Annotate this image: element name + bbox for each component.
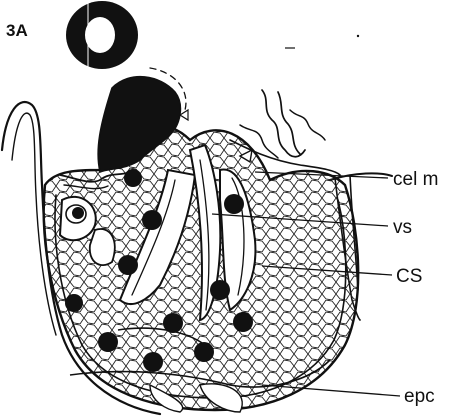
ring-inset — [66, 1, 138, 70]
panel-label: 3A — [6, 21, 28, 40]
label-epc: epc — [404, 386, 435, 407]
label-vs: vs — [393, 217, 412, 238]
stray-dot — [357, 35, 359, 37]
label-cs: CS — [396, 266, 422, 287]
label-cel-m: cel m — [393, 169, 438, 190]
